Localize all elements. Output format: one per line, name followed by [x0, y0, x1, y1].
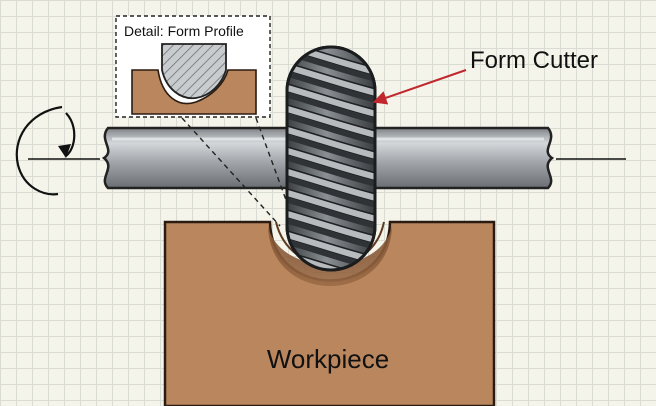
form-cutter: [285, 45, 377, 272]
detail-inset: Detail: Form Profile: [115, 15, 271, 118]
cutter-flute: [287, 48, 375, 84]
workpiece: [163, 220, 496, 406]
detail-title: Detail: Form Profile: [124, 23, 244, 39]
cutter-flute: [287, 132, 375, 168]
cutter-flute: [287, 90, 375, 126]
cutter-flute: [287, 195, 375, 231]
callout-arrow: [372, 69, 467, 105]
rotation-arrow-icon: [15, 105, 76, 196]
form-cutter-label: Form Cutter: [470, 47, 598, 74]
workpiece-label: Workpiece: [267, 344, 389, 374]
detail-leader-line: [181, 117, 281, 227]
cutter-flute: [287, 153, 375, 189]
cutter-flute: [287, 216, 375, 252]
cutter-flute: [287, 111, 375, 147]
detail-leader-line: [255, 117, 287, 201]
cutter-flute: [287, 69, 375, 105]
detail-cutter-profile: [161, 43, 227, 100]
cutter-flute: [287, 174, 375, 210]
